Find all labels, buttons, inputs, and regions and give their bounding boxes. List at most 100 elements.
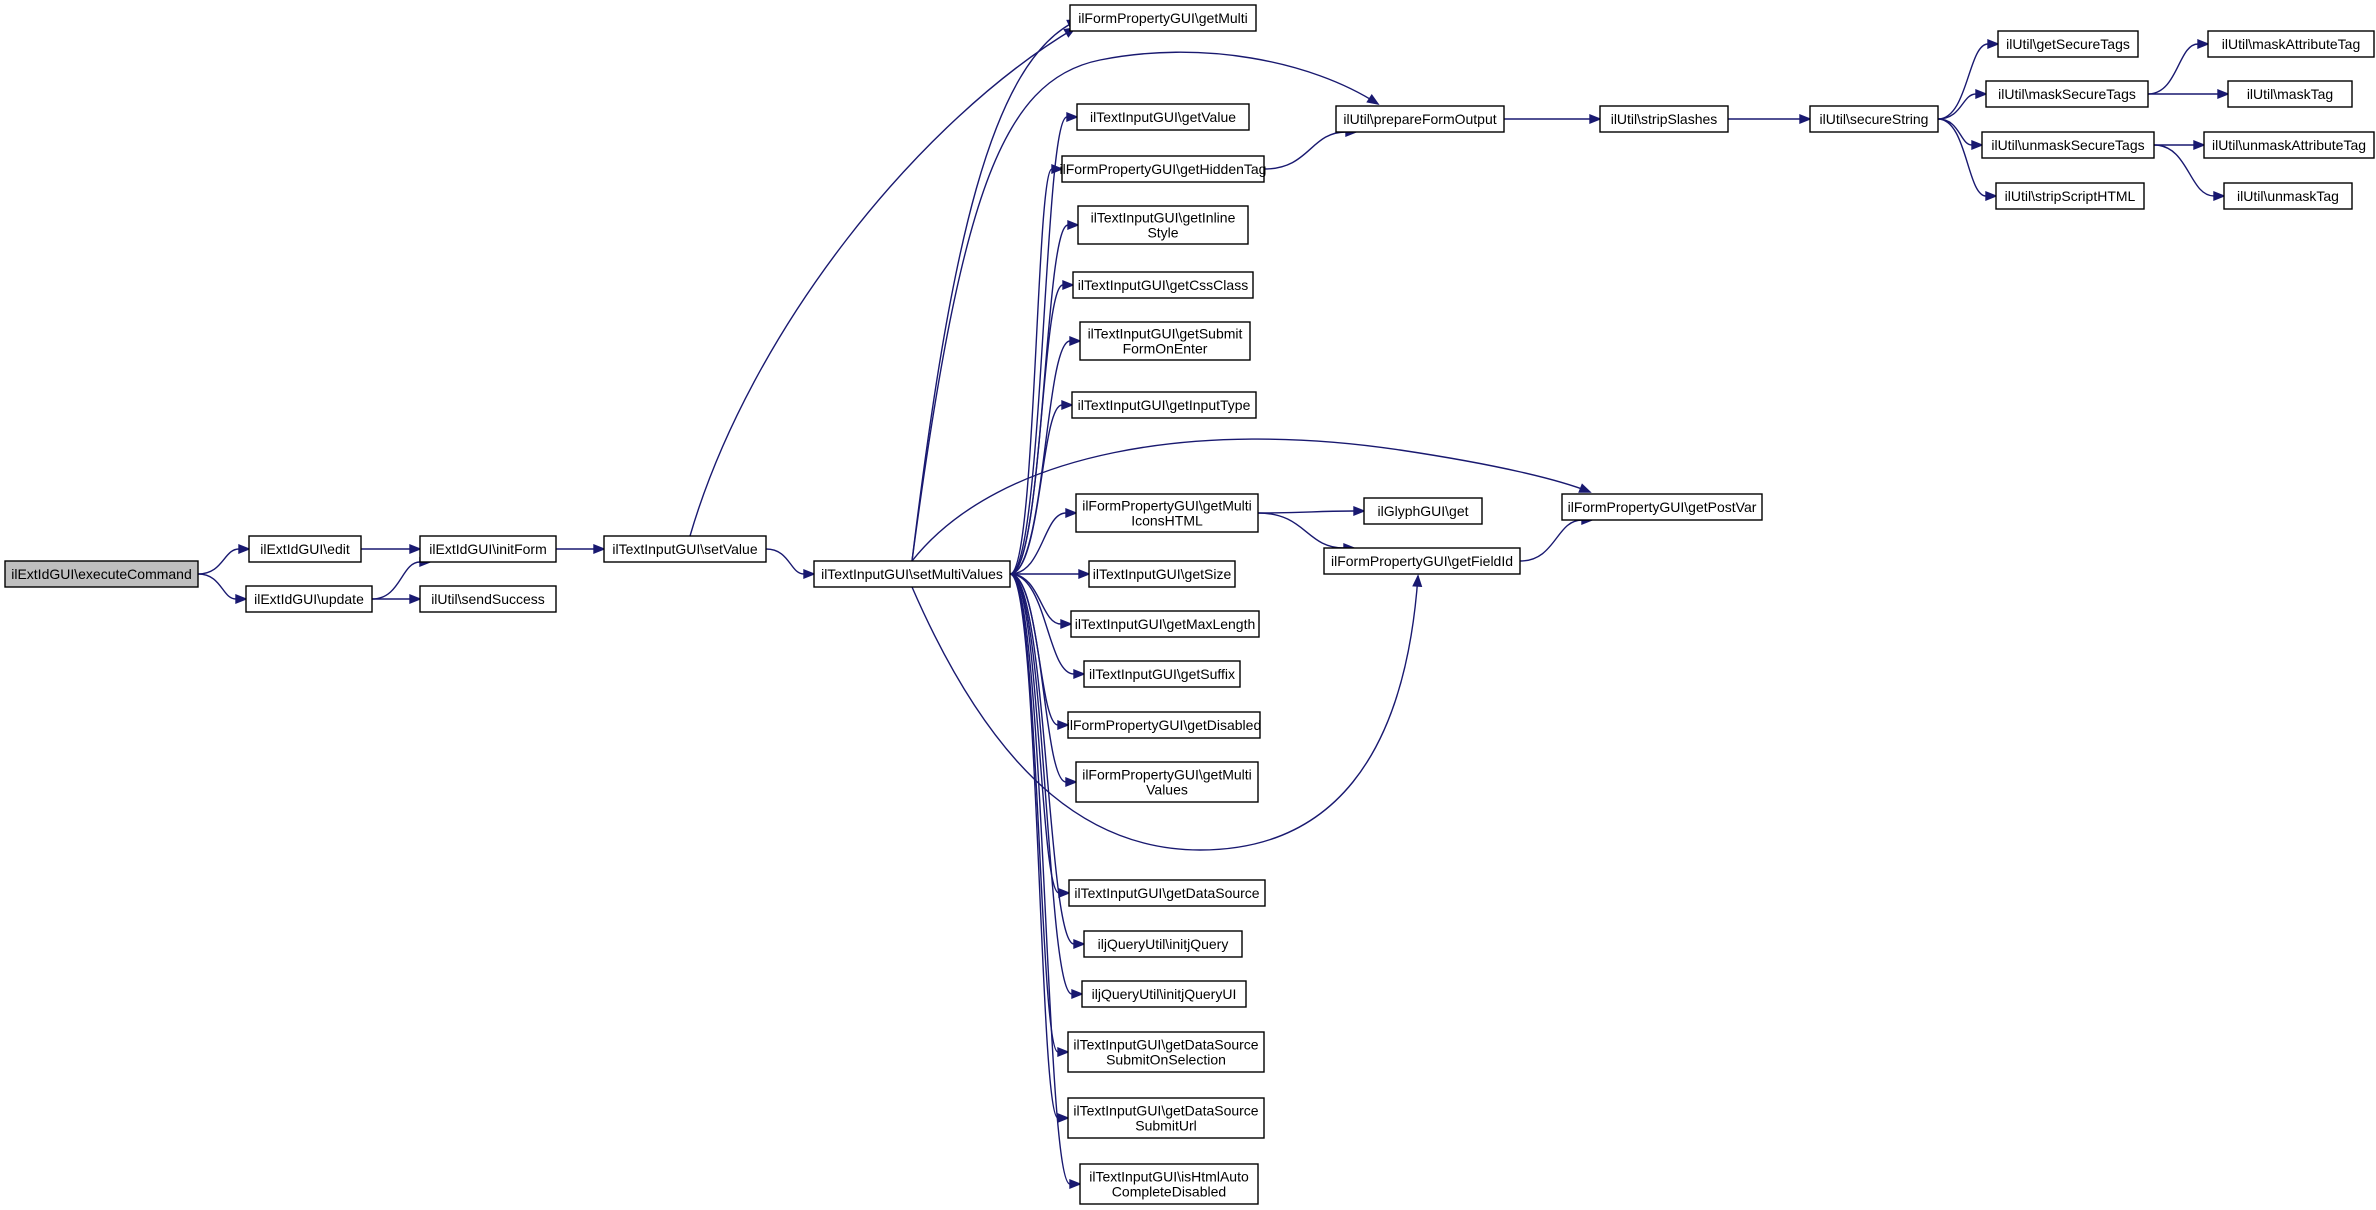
node-getDisabled[interactable]: ilFormPropertyGUI\getDisabled [1067, 711, 1262, 739]
node-getPostVar[interactable]: ilFormPropertyGUI\getPostVar [1561, 493, 1763, 521]
node-getInputType[interactable]: ilTextInputGUI\getInputType [1071, 391, 1257, 419]
node-label: ilUtil\maskTag [2247, 86, 2333, 102]
node-box [1069, 4, 1257, 32]
node-stripScriptHTML[interactable]: ilUtil\stripScriptHTML [1995, 182, 2145, 210]
node-label: SubmitUrl [1135, 1118, 1196, 1134]
node-box [1070, 610, 1260, 638]
call-edge-setMultiValues-to-getMultiValues [1009, 573, 1078, 788]
call-edge-getMultiIconsHTML-to-glyphGet [1257, 505, 1366, 517]
node-label: ilTextInputGUI\getMaxLength [1075, 616, 1256, 632]
node-getCssClass[interactable]: ilTextInputGUI\getCssClass [1072, 271, 1254, 299]
call-edge-setMultiValues-to-prepareFormOutput [911, 51, 1380, 562]
node-getHiddenTag[interactable]: ilFormPropertyGUI\getHiddenTag [1060, 155, 1267, 183]
node-maskTag[interactable]: ilUtil\maskTag [2227, 80, 2353, 108]
node-box [1071, 391, 1257, 419]
node-getSize[interactable]: ilTextInputGUI\getSize [1088, 560, 1236, 588]
node-label: ilExtIdGUI\executeCommand [11, 566, 192, 582]
node-unmaskSecureTags[interactable]: ilUtil\unmaskSecureTags [1981, 131, 2155, 159]
node-label: ilFormPropertyGUI\getMulti [1078, 10, 1248, 26]
node-secureString[interactable]: ilUtil\secureString [1809, 105, 1939, 133]
node-box [4, 560, 199, 588]
node-label: ilExtIdGUI\edit [260, 541, 350, 557]
call-edge-setMultiValues-to-getMultiIconsHTML [1009, 507, 1078, 575]
node-label: ilUtil\secureString [1820, 111, 1929, 127]
node-initjQuery[interactable]: iljQueryUtil\initjQuery [1083, 930, 1243, 958]
node-initjQueryUI[interactable]: iljQueryUtil\initjQueryUI [1081, 980, 1247, 1008]
node-label: ilExtIdGUI\initForm [429, 541, 546, 557]
node-label: ilTextInputGUI\getSuffix [1089, 666, 1235, 682]
node-box [1072, 271, 1254, 299]
node-label: ilUtil\stripSlashes [1611, 111, 1718, 127]
call-edge-prepareFormOutput-to-stripSlashes [1504, 113, 1602, 125]
node-edit[interactable]: ilExtIdGUI\edit [248, 535, 362, 563]
node-label: ilTextInputGUI\getDataSource [1073, 1037, 1258, 1053]
node-getMaxLength[interactable]: ilTextInputGUI\getMaxLength [1070, 610, 1260, 638]
call-edge-secureString-to-stripScriptHTML [1937, 118, 1998, 202]
node-box [1079, 1163, 1259, 1205]
node-label: Values [1146, 782, 1188, 798]
node-getMulti[interactable]: ilFormPropertyGUI\getMulti [1069, 4, 1257, 32]
call-edge-maskSecureTags-to-maskAttributeTag [2147, 38, 2210, 95]
call-edge-maskSecureTags-to-maskTag [2148, 88, 2230, 100]
call-edge-setMultiValues-to-getFieldId [911, 574, 1423, 851]
node-box [1363, 497, 1483, 525]
node-glyphGet[interactable]: ilGlyphGUI\get [1363, 497, 1483, 525]
node-box [2223, 182, 2353, 210]
node-getDataSourceSubmitOnSelection[interactable]: ilTextInputGUI\getDataSourceSubmitOnSele… [1067, 1031, 1265, 1073]
call-edge-setMultiValues-to-getPostVar [911, 438, 1592, 562]
node-sendSuccess[interactable]: ilUtil\sendSuccess [419, 585, 557, 613]
node-box [2207, 30, 2375, 58]
node-unmaskTag[interactable]: ilUtil\unmaskTag [2223, 182, 2353, 210]
call-edge-stripSlashes-to-secureString [1728, 113, 1812, 125]
node-box [1995, 182, 2145, 210]
call-edge-setMultiValues-to-getSuffix [1009, 573, 1086, 680]
node-getValue[interactable]: ilTextInputGUI\getValue [1076, 103, 1250, 131]
node-label: ilTextInputGUI\getValue [1090, 109, 1236, 125]
node-prepareFormOutput[interactable]: ilUtil\prepareFormOutput [1335, 105, 1505, 133]
call-edge-secureString-to-getSecureTags [1937, 38, 2000, 120]
node-setMultiValues[interactable]: ilTextInputGUI\setMultiValues [813, 560, 1011, 588]
node-label: ilFormPropertyGUI\getFieldId [1331, 553, 1513, 569]
node-label: ilUtil\maskAttributeTag [2222, 36, 2361, 52]
node-initForm[interactable]: ilExtIdGUI\initForm [419, 535, 557, 563]
node-maskAttributeTag[interactable]: ilUtil\maskAttributeTag [2207, 30, 2375, 58]
node-maskSecureTags[interactable]: ilUtil\maskSecureTags [1985, 80, 2149, 108]
node-box [2227, 80, 2353, 108]
node-label: ilFormPropertyGUI\getDisabled [1067, 717, 1262, 733]
node-label: Style [1147, 225, 1178, 241]
node-box [419, 535, 557, 563]
node-getSecureTags[interactable]: ilUtil\getSecureTags [1997, 30, 2139, 58]
node-getSuffix[interactable]: ilTextInputGUI\getSuffix [1083, 660, 1241, 688]
node-box [1985, 80, 2149, 108]
call-edges [197, 19, 2230, 1190]
call-edge-setMultiValues-to-initjQuery [1009, 573, 1086, 950]
node-box [1077, 205, 1249, 245]
node-label: ilUtil\stripScriptHTML [2005, 188, 2136, 204]
node-box [1068, 879, 1266, 907]
call-edge-setMultiValues-to-getDataSourceSubmitOnSelection [1009, 573, 1070, 1058]
node-unmaskAttributeTag[interactable]: ilUtil\unmaskAttributeTag [2203, 131, 2375, 159]
node-getDataSource[interactable]: ilTextInputGUI\getDataSource [1068, 879, 1266, 907]
call-edge-secureString-to-maskSecureTags [1937, 88, 1988, 120]
function-nodes: ilExtIdGUI\executeCommand ilExtIdGUI\edit… [4, 4, 2375, 1205]
node-box [1075, 493, 1259, 533]
node-label: ilExtIdGUI\update [254, 591, 364, 607]
node-label: ilUtil\unmaskTag [2237, 188, 2339, 204]
node-isHtmlAutoCompleteDisabled[interactable]: ilTextInputGUI\isHtmlAutoCompleteDisable… [1079, 1163, 1259, 1205]
node-getFieldId[interactable]: ilFormPropertyGUI\getFieldId [1323, 547, 1521, 575]
node-label: ilUtil\unmaskAttributeTag [2212, 137, 2366, 153]
node-box [1076, 103, 1250, 131]
node-label: ilFormPropertyGUI\getPostVar [1568, 499, 1757, 515]
node-label: ilTextInputGUI\getDataSource [1074, 885, 1259, 901]
node-stripSlashes[interactable]: ilUtil\stripSlashes [1599, 105, 1729, 133]
node-update[interactable]: ilExtIdGUI\update [245, 585, 373, 613]
call-edge-edit-to-initForm [361, 543, 422, 555]
call-edge-setMultiValues-to-initjQueryUI [1009, 573, 1084, 1000]
node-setValue[interactable]: ilTextInputGUI\setValue [603, 535, 767, 563]
